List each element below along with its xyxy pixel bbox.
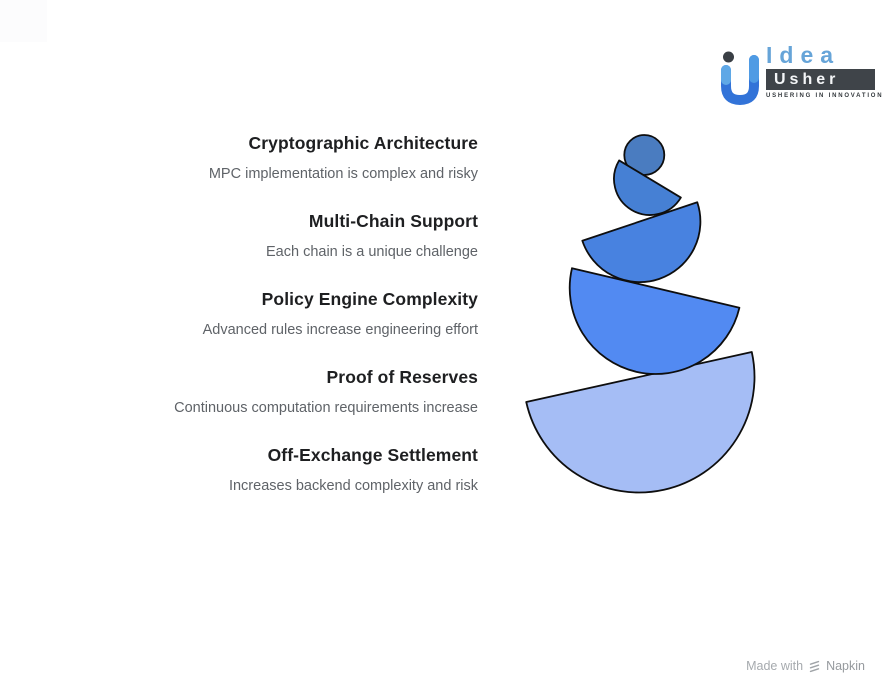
challenge-item-cryptographic-architecture: Cryptographic Architecture MPC implement… <box>209 133 478 183</box>
item-title: Off-Exchange Settlement <box>267 445 478 465</box>
challenge-item-proof-of-reserves: Proof of Reserves Continuous computation… <box>174 367 478 417</box>
challenge-item-multi-chain-support: Multi-Chain Support Each chain is a uniq… <box>266 211 478 261</box>
napkin-label: Napkin <box>826 659 865 673</box>
idea-usher-logo-mark-icon <box>721 51 759 106</box>
challenge-item-policy-engine-complexity: Policy Engine Complexity Advanced rules … <box>203 289 478 339</box>
item-title: Cryptographic Architecture <box>248 133 478 153</box>
item-title: Proof of Reserves <box>326 367 478 387</box>
napkin-logo-icon <box>809 660 820 672</box>
logo-idea-text: Idea <box>766 42 841 68</box>
idea-usher-logo: Idea Usher USHERING IN INNOVATION <box>716 42 884 106</box>
item-description: Continuous computation requirements incr… <box>174 400 478 416</box>
stone-3-medium-semicircle <box>581 201 702 283</box>
made-with-label: Made with <box>746 659 804 673</box>
item-description: MPC implementation is complex and risky <box>208 166 478 182</box>
made-with-napkin-badge[interactable]: Made with Napkin <box>746 659 865 673</box>
stone-2-large-semicircle <box>568 267 741 375</box>
corner-artifact <box>0 0 47 42</box>
item-title: Multi-Chain Support <box>308 211 478 231</box>
balanced-stones-illustration <box>525 134 756 494</box>
logo-usher-text: Usher <box>766 69 875 90</box>
challenge-item-off-exchange-settlement: Off-Exchange Settlement Increases backen… <box>229 445 478 495</box>
stone-1-largest-semicircle <box>525 351 756 494</box>
logo-text-block: Idea Usher USHERING IN INNOVATION <box>766 42 883 99</box>
logo-tagline: USHERING IN INNOVATION <box>766 93 884 99</box>
item-description: Advanced rules increase engineering effo… <box>202 322 478 338</box>
item-description: Increases backend complexity and risk <box>228 478 478 494</box>
item-description: Each chain is a unique challenge <box>265 244 478 260</box>
item-title: Policy Engine Complexity <box>261 289 478 309</box>
stone-4-small-semicircle <box>613 159 682 216</box>
